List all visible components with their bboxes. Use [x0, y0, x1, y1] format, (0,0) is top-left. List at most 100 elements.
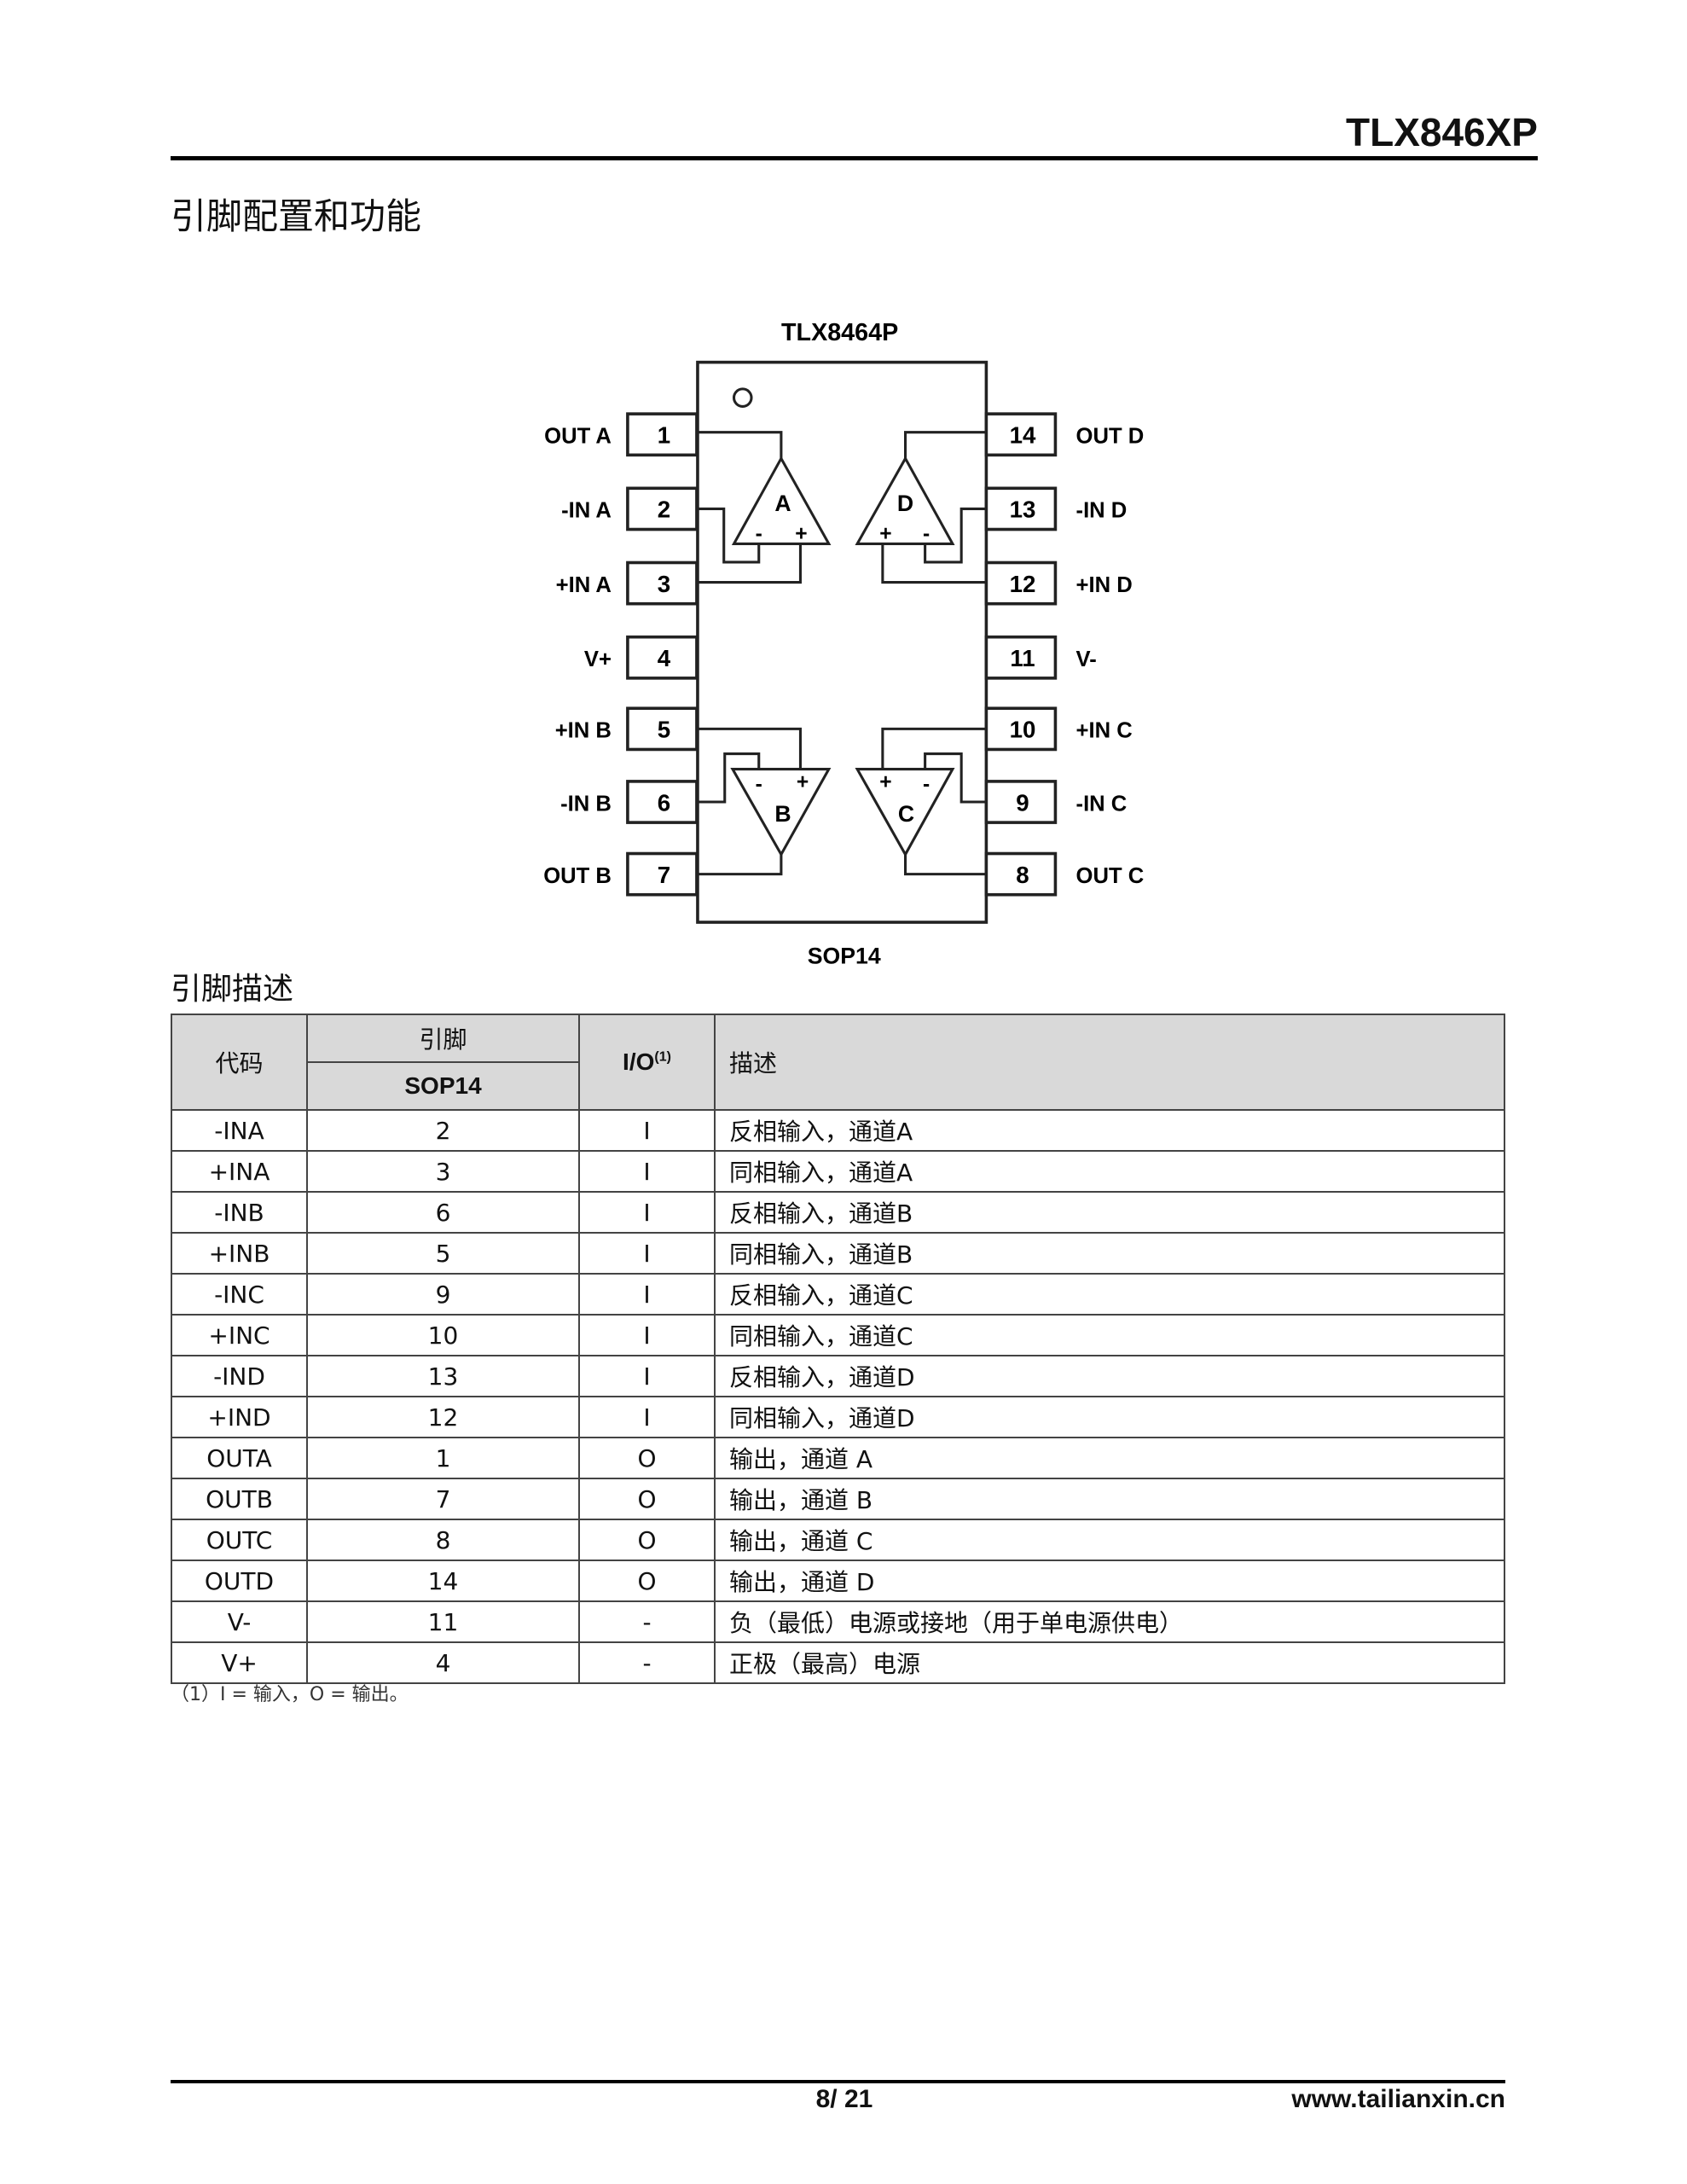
pin-number: 9 [1016, 789, 1029, 816]
svg-text:-: - [923, 522, 930, 545]
pin-label: -IN B [560, 792, 612, 816]
svg-text:+: + [795, 522, 807, 545]
pin-number: 7 [658, 862, 670, 888]
cell-pin: 6 [306, 1191, 580, 1234]
pin-box [626, 780, 699, 824]
cell-code: -INA [171, 1109, 308, 1152]
section-title: 引脚配置和功能 [171, 195, 422, 237]
svg-text:-: - [756, 522, 762, 545]
cell-io: I [578, 1109, 716, 1152]
header-io-label: I/O [623, 1048, 655, 1075]
cell-io: I [578, 1314, 716, 1356]
svg-text:-: - [923, 773, 930, 796]
section-title: 引脚描述 [171, 972, 294, 1007]
cell-io: O [578, 1519, 716, 1561]
pin-box [626, 635, 699, 680]
pin-label: +IN A [556, 573, 612, 597]
opamp-d-icon [855, 456, 955, 545]
pin-number: 8 [1016, 862, 1029, 888]
pin-5: 5+IN B [555, 706, 699, 752]
cell-code: +INA [171, 1150, 308, 1193]
pin-box [984, 412, 1058, 457]
cell-pin: 7 [306, 1478, 580, 1520]
cell-pin: 2 [306, 1109, 580, 1152]
header-sop14: SOP14 [306, 1061, 580, 1111]
pin-6: 6 -IN B [560, 780, 699, 824]
pin-box [626, 706, 699, 752]
pin-number: 14 [1010, 421, 1036, 448]
pin-box [626, 412, 699, 457]
cell-pin: 4 [306, 1641, 580, 1684]
svg-text:-: - [756, 773, 762, 796]
pin-box [984, 635, 1058, 680]
cell-io: - [578, 1641, 716, 1684]
cell-desc: 正极（最高）电源 [714, 1641, 1505, 1684]
amp-label-b: B [774, 801, 791, 827]
cell-code: OUTB [171, 1478, 308, 1520]
amp-label-c: C [898, 801, 914, 827]
cell-desc: 同相输入，通道C [714, 1314, 1505, 1356]
page-number: 8/ 21 [815, 2085, 873, 2113]
pin-13: 13-IN D [984, 486, 1127, 531]
cell-code: OUTD [171, 1560, 308, 1602]
cell-code: -INB [171, 1191, 308, 1234]
pin-label: +IN C [1076, 719, 1133, 743]
pin-12: 12+IN D [984, 561, 1133, 606]
cell-pin: 9 [306, 1273, 580, 1316]
pin-label: +IN D [1076, 573, 1133, 597]
pin-box [984, 780, 1058, 824]
cell-io: O [578, 1560, 716, 1602]
pin-number: 2 [658, 497, 670, 523]
wire [924, 752, 987, 804]
cell-pin: 8 [306, 1519, 580, 1561]
header-desc: 描述 [714, 1014, 1505, 1111]
website-link[interactable]: www.tailianxin.cn [1291, 2085, 1505, 2113]
cell-desc: 输出，通道 A [714, 1437, 1505, 1479]
cell-desc: 负（最低）电源或接地（用于单电源供电） [714, 1600, 1505, 1643]
cell-pin: 13 [306, 1355, 580, 1397]
pin-9: 9-IN C [984, 780, 1127, 824]
pin-label: -IN A [561, 499, 612, 523]
wire [697, 431, 783, 459]
pin-number: 10 [1010, 717, 1036, 743]
cell-code: -IND [171, 1355, 308, 1397]
table-row: V-11-负（最低）电源或接地（用于单电源供电） [171, 1600, 1505, 1643]
cell-pin: 11 [306, 1600, 580, 1643]
cell-pin: 12 [306, 1396, 580, 1438]
cell-desc: 同相输入，通道D [714, 1396, 1505, 1438]
wire [881, 543, 987, 584]
cell-io: O [578, 1478, 716, 1520]
wire [904, 854, 987, 876]
svg-text:+: + [797, 771, 809, 794]
pin-number: 6 [658, 789, 670, 816]
cell-io: I [578, 1232, 716, 1275]
wire [697, 507, 761, 564]
pin-number: 1 [658, 421, 670, 448]
pin-8: 8 OUT C [984, 851, 1145, 897]
amplifiers [697, 431, 987, 876]
pin-label: V- [1076, 648, 1097, 671]
opamp-a-icon [731, 456, 832, 545]
cell-code: V+ [171, 1641, 308, 1684]
header-code: 代码 [171, 1014, 308, 1111]
cell-io: I [578, 1273, 716, 1316]
cell-code: V- [171, 1600, 308, 1643]
cell-io: I [578, 1150, 716, 1193]
pin-number: 4 [658, 645, 671, 671]
cell-io: I [578, 1396, 716, 1438]
pin-label: OUT C [1076, 864, 1145, 888]
chip-body [696, 360, 988, 924]
